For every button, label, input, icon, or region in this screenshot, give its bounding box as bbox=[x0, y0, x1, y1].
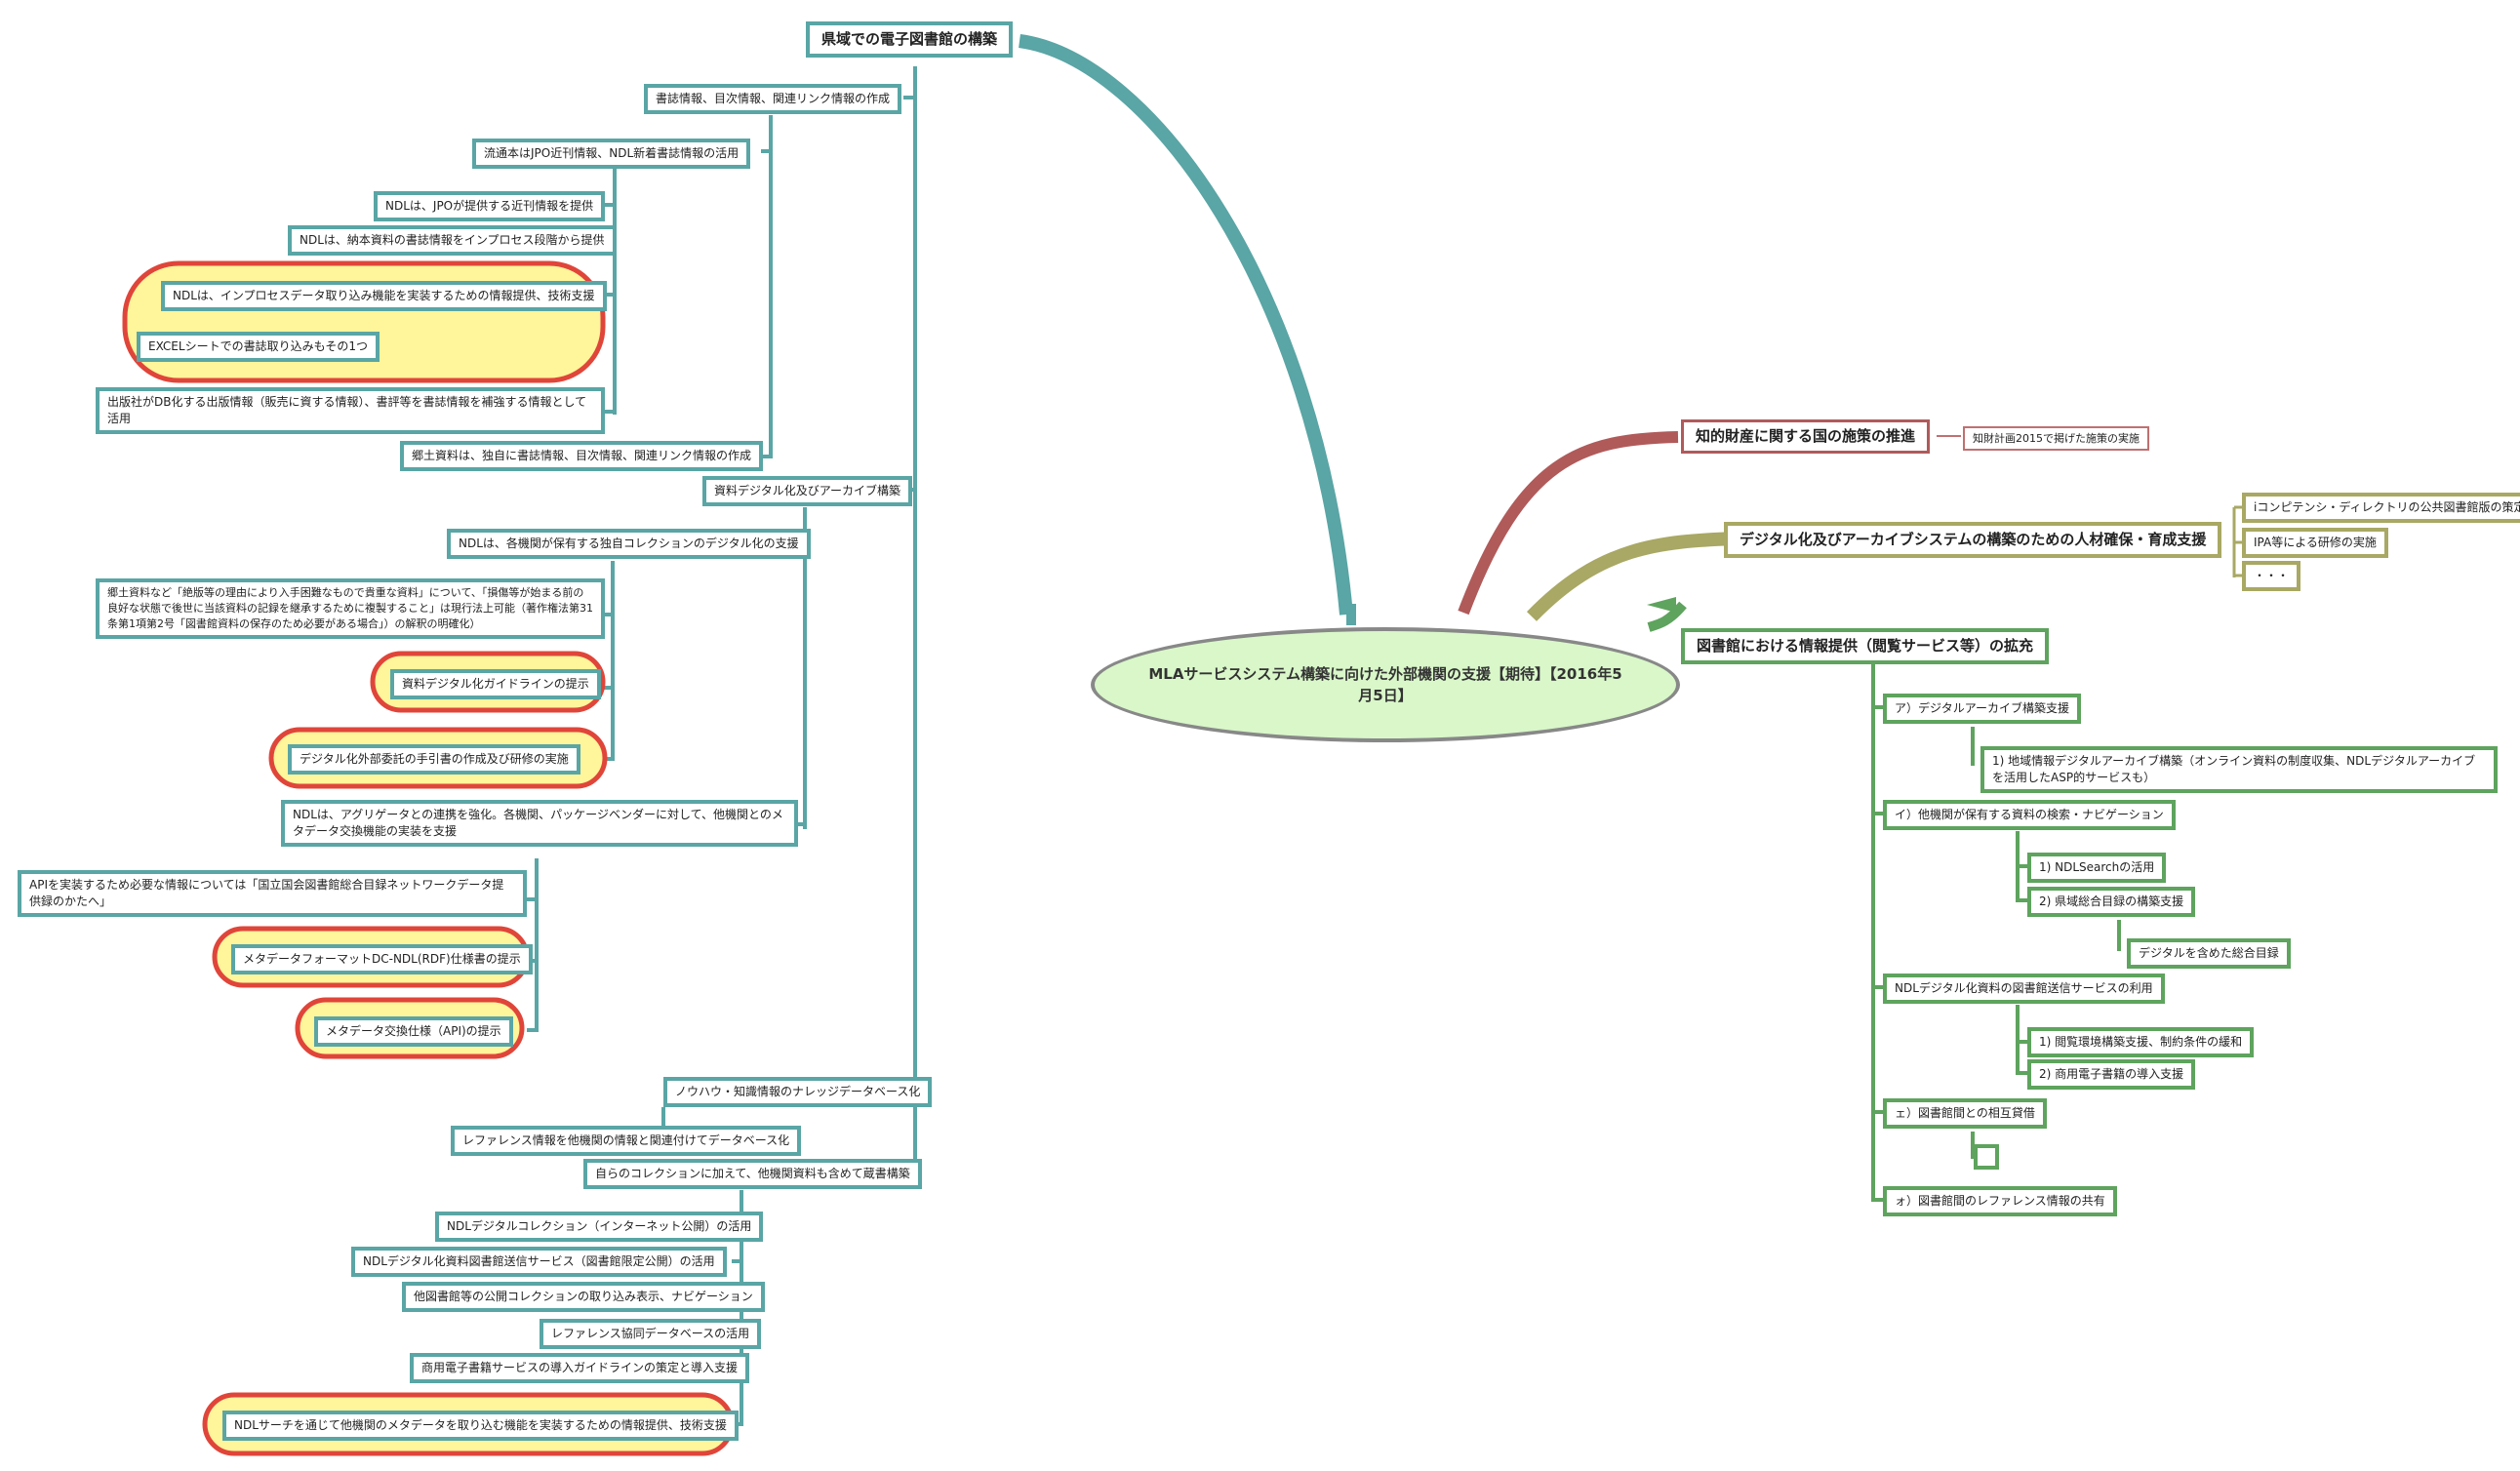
node-digital-archive-support[interactable]: ア）デジタルアーカイブ構築支援 bbox=[1883, 694, 2082, 724]
node-outsourcing-manual[interactable]: デジタル化外部委託の手引書の作成及び研修の実施 bbox=[288, 744, 580, 775]
branch-left-main bbox=[1019, 34, 1353, 616]
node-label: APIを実装するため必要な情報については「国立国会図書館総合目録ネットワークデー… bbox=[29, 878, 504, 908]
node-label: 流通本はJPO近刊情報、NDL新着書誌情報の活用 bbox=[484, 146, 740, 160]
node-ipa-training[interactable]: IPA等による研修の実施 bbox=[2242, 528, 2388, 558]
node-ndl-collection-digitization[interactable]: NDLは、各機関が保有する独自コレクションのデジタル化の支援 bbox=[447, 529, 811, 559]
node-label: NDLデジタル化資料図書館送信サービス（図書館限定公開）の活用 bbox=[363, 1254, 715, 1268]
topic-library-services[interactable]: 図書館における情報提供（閲覧サービス等）の拡充 bbox=[1681, 628, 2050, 664]
node-label: 出版社がDB化する出版情報（販売に資する情報）、書評等を書誌情報を補強する情報と… bbox=[107, 395, 587, 425]
node-reference-db[interactable]: レファレンス情報を他機関の情報と関連付けてデータベース化 bbox=[451, 1126, 802, 1156]
node-publisher-db[interactable]: 出版社がDB化する出版情報（販売に資する情報）、書評等を書誌情報を補強する情報と… bbox=[96, 387, 605, 434]
node-label: 2) 県域総合目録の構築支援 bbox=[2039, 895, 2184, 908]
node-label: iコンピテンシ・ディレクトリの公共図書館版の策定 bbox=[2254, 500, 2520, 514]
node-label: 2) 商用電子書籍の導入支援 bbox=[2039, 1067, 2184, 1081]
node-label: レファレンス情報を他機関の情報と関連付けてデータベース化 bbox=[462, 1133, 790, 1147]
node-reference-coop-db[interactable]: レファレンス協同データベースの活用 bbox=[540, 1319, 762, 1349]
node-label: 郷土資料は、独自に書誌情報、目次情報、関連リンク情報の作成 bbox=[412, 449, 752, 462]
node-regional-archive[interactable]: 1) 地域情報デジタルアーカイブ構築（オンライン資料の制度収集、NDLデジタルア… bbox=[1980, 746, 2498, 793]
node-label: ア）デジタルアーカイブ構築支援 bbox=[1895, 701, 2070, 715]
node-label: イ）他機関が保有する資料の検索・ナビゲーション bbox=[1895, 808, 2164, 821]
node-label: メタデータフォーマットDC-NDL(RDF)仕様書の提示 bbox=[243, 952, 521, 966]
node-label: メタデータ交換仕様（API)の提示 bbox=[326, 1024, 501, 1038]
branch-hr bbox=[1526, 532, 1738, 621]
node-competency-directory[interactable]: iコンピテンシ・ディレクトリの公共図書館版の策定 bbox=[2242, 493, 2520, 523]
node-ndl-deposit[interactable]: NDLは、納本資料の書誌情報をインプロセス段階から提供 bbox=[288, 225, 617, 256]
central-topic[interactable]: MLAサービスシステム構築に向けた外部機関の支援【期待】【2016年5月5日】 bbox=[1091, 627, 1680, 742]
node-label: 自らのコレクションに加えて、他機関資料も含めて蔵書構築 bbox=[595, 1167, 910, 1180]
node-ebook-guideline[interactable]: 商用電子書籍サービスの導入ガイドラインの策定と導入支援 bbox=[410, 1353, 750, 1383]
node-commercial-ebooks[interactable]: 2) 商用電子書籍の導入支援 bbox=[2027, 1059, 2196, 1090]
topic-label: 図書館における情報提供（閲覧サービス等）の拡充 bbox=[1697, 637, 2034, 655]
node-label: 資料デジタル化及びアーカイブ構築 bbox=[714, 484, 901, 497]
topic-label: 知的財産に関する国の施策の推進 bbox=[1696, 427, 1916, 445]
node-bib-info[interactable]: 書誌情報、目次情報、関連リンク情報の作成 bbox=[644, 84, 902, 114]
node-dc-ndl-spec[interactable]: メタデータフォーマットDC-NDL(RDF)仕様書の提示 bbox=[231, 944, 533, 974]
node-api-info[interactable]: APIを実装するため必要な情報については「国立国会図書館総合目録ネットワークデー… bbox=[18, 870, 527, 917]
node-digital-union-catalog[interactable]: デジタルを含めた総合目録 bbox=[2127, 938, 2291, 969]
node-reference-sharing[interactable]: ォ）図書館間のレファレンス情報の共有 bbox=[1883, 1186, 2117, 1216]
node-digitization-guideline[interactable]: 資料デジタル化ガイドラインの提示 bbox=[390, 669, 601, 699]
node-label: ・・・ bbox=[2254, 569, 2290, 582]
node-label: NDLは、JPOが提供する近刊情報を提供 bbox=[385, 199, 594, 213]
node-label: NDLは、アグリゲータとの連携を強化。各機関、パッケージベンダーに対して、他機関… bbox=[293, 808, 783, 838]
node-ndl-search-metadata[interactable]: NDLサーチを通じて他機関のメタデータを取り込む機能を実装するための情報提供、技… bbox=[222, 1411, 739, 1441]
node-ndl-transmission-use[interactable]: NDLデジタル化資料の図書館送信サービスの利用 bbox=[1883, 974, 2165, 1004]
node-other-library-collections[interactable]: 他図書館等の公開コレクションの取り込み表示、ナビゲーション bbox=[402, 1282, 765, 1312]
node-aggregator[interactable]: NDLは、アグリゲータとの連携を強化。各機関、パッケージベンダーに対して、他機関… bbox=[281, 800, 798, 847]
node-label: 商用電子書籍サービスの導入ガイドラインの策定と導入支援 bbox=[421, 1361, 739, 1374]
node-api-spec[interactable]: メタデータ交換仕様（API)の提示 bbox=[314, 1016, 513, 1047]
node-digitization-archive[interactable]: 資料デジタル化及びアーカイブ構築 bbox=[702, 476, 913, 506]
node-label: ェ）図書館間との相互貸借 bbox=[1895, 1106, 2035, 1120]
node-collection-building[interactable]: 自らのコレクションに加えて、他機関資料も含めて蔵書構築 bbox=[583, 1159, 922, 1189]
node-excel-import[interactable]: EXCELシートでの書誌取り込みもその1つ bbox=[137, 332, 380, 362]
node-label: ォ）図書館間のレファレンス情報の共有 bbox=[1895, 1194, 2105, 1208]
node-ndl-inprocess[interactable]: NDLは、インプロセスデータ取り込み機能を実装するための情報提供、技術支援 bbox=[161, 281, 607, 311]
topic-prefecture-e-library[interactable]: 県域での電子図書館の構築 bbox=[806, 21, 1014, 58]
node-label: 郷土資料など「絶版等の理由により入手困難なもので貴重な資料」について、「損傷等が… bbox=[107, 586, 593, 630]
node-ndl-transmission[interactable]: NDLデジタル化資料図書館送信サービス（図書館限定公開）の活用 bbox=[351, 1247, 727, 1277]
node-ndl-digital-collection[interactable]: NDLデジタルコレクション（インターネット公開）の活用 bbox=[435, 1212, 764, 1242]
node-interlibrary-loan[interactable]: ェ）図書館間との相互貸借 bbox=[1883, 1098, 2047, 1129]
node-label: 書誌情報、目次情報、関連リンク情報の作成 bbox=[656, 92, 891, 105]
node-reading-environment[interactable]: 1) 閲覧環境構築支援、制約条件の緩和 bbox=[2027, 1027, 2255, 1057]
node-label: NDLは、納本資料の書誌情報をインプロセス段階から提供 bbox=[300, 233, 605, 247]
node-label: EXCELシートでの書誌取り込みもその1つ bbox=[148, 339, 368, 353]
node-label: NDLデジタルコレクション（インターネット公開）の活用 bbox=[447, 1219, 752, 1233]
node-more[interactable]: ・・・ bbox=[2242, 561, 2301, 591]
node-label: デジタルを含めた総合目録 bbox=[2139, 946, 2279, 960]
node-local-materials[interactable]: 郷土資料は、独自に書誌情報、目次情報、関連リンク情報の作成 bbox=[400, 441, 764, 471]
node-ndl-jpo[interactable]: NDLは、JPOが提供する近刊情報を提供 bbox=[374, 191, 606, 221]
node-search-navigation[interactable]: イ）他機関が保有する資料の検索・ナビゲーション bbox=[1883, 800, 2176, 830]
central-topic-text: MLAサービスシステム構築に向けた外部機関の支援【期待】【2016年5月5日】 bbox=[1148, 665, 1622, 704]
node-jpo-info[interactable]: 流通本はJPO近刊情報、NDL新着書誌情報の活用 bbox=[472, 139, 751, 169]
node-label: 1) NDLSearchの活用 bbox=[2039, 860, 2155, 874]
node-ip-plan-2015[interactable]: 知財計画2015で掲げた施策の実施 bbox=[1963, 426, 2149, 451]
node-union-catalog[interactable]: 2) 県域総合目録の構築支援 bbox=[2027, 887, 2196, 917]
topic-ip-policy[interactable]: 知的財産に関する国の施策の推進 bbox=[1681, 419, 1931, 454]
branch-lib bbox=[1647, 601, 1687, 632]
node-label: NDLサーチを通じて他機関のメタデータを取り込む機能を実装するための情報提供、技… bbox=[234, 1418, 727, 1432]
node-label: 1) 地域情報デジタルアーカイブ構築（オンライン資料の制度収集、NDLデジタルア… bbox=[1992, 754, 2476, 784]
topic-label: 県域での電子図書館の構築 bbox=[821, 30, 998, 48]
node-label: NDLデジタル化資料の図書館送信サービスの利用 bbox=[1895, 981, 2153, 995]
node-ndlsearch[interactable]: 1) NDLSearchの活用 bbox=[2027, 853, 2167, 883]
node-label: レファレンス協同データベースの活用 bbox=[551, 1327, 750, 1340]
node-label: ノウハウ・知識情報のナレッジデータベース化 bbox=[675, 1085, 921, 1098]
topic-label: デジタル化及びアーカイブシステムの構築のための人材確保・育成支援 bbox=[1740, 531, 2207, 548]
branch-ip bbox=[1458, 431, 1679, 616]
node-knowledge-db[interactable]: ノウハウ・知識情報のナレッジデータベース化 bbox=[663, 1077, 933, 1107]
node-label: 1) 閲覧環境構築支援、制約条件の緩和 bbox=[2039, 1035, 2243, 1049]
node-label: NDLは、各機関が保有する独自コレクションのデジタル化の支援 bbox=[459, 537, 799, 550]
node-copyright-clarification[interactable]: 郷土資料など「絶版等の理由により入手困難なもので貴重な資料」について、「損傷等が… bbox=[96, 578, 605, 639]
node-label: デジタル化外部委託の手引書の作成及び研修の実施 bbox=[300, 752, 569, 766]
node-label: IPA等による研修の実施 bbox=[2254, 536, 2377, 549]
node-label: 知財計画2015で掲げた施策の実施 bbox=[1973, 432, 2140, 445]
empty-node[interactable] bbox=[1974, 1144, 1999, 1170]
topic-hr-development[interactable]: デジタル化及びアーカイブシステムの構築のための人材確保・育成支援 bbox=[1724, 522, 2222, 558]
node-label: 資料デジタル化ガイドラインの提示 bbox=[402, 677, 589, 691]
node-label: NDLは、インプロセスデータ取り込み機能を実装するための情報提供、技術支援 bbox=[173, 289, 595, 302]
node-label: 他図書館等の公開コレクションの取り込み表示、ナビゲーション bbox=[414, 1290, 753, 1303]
